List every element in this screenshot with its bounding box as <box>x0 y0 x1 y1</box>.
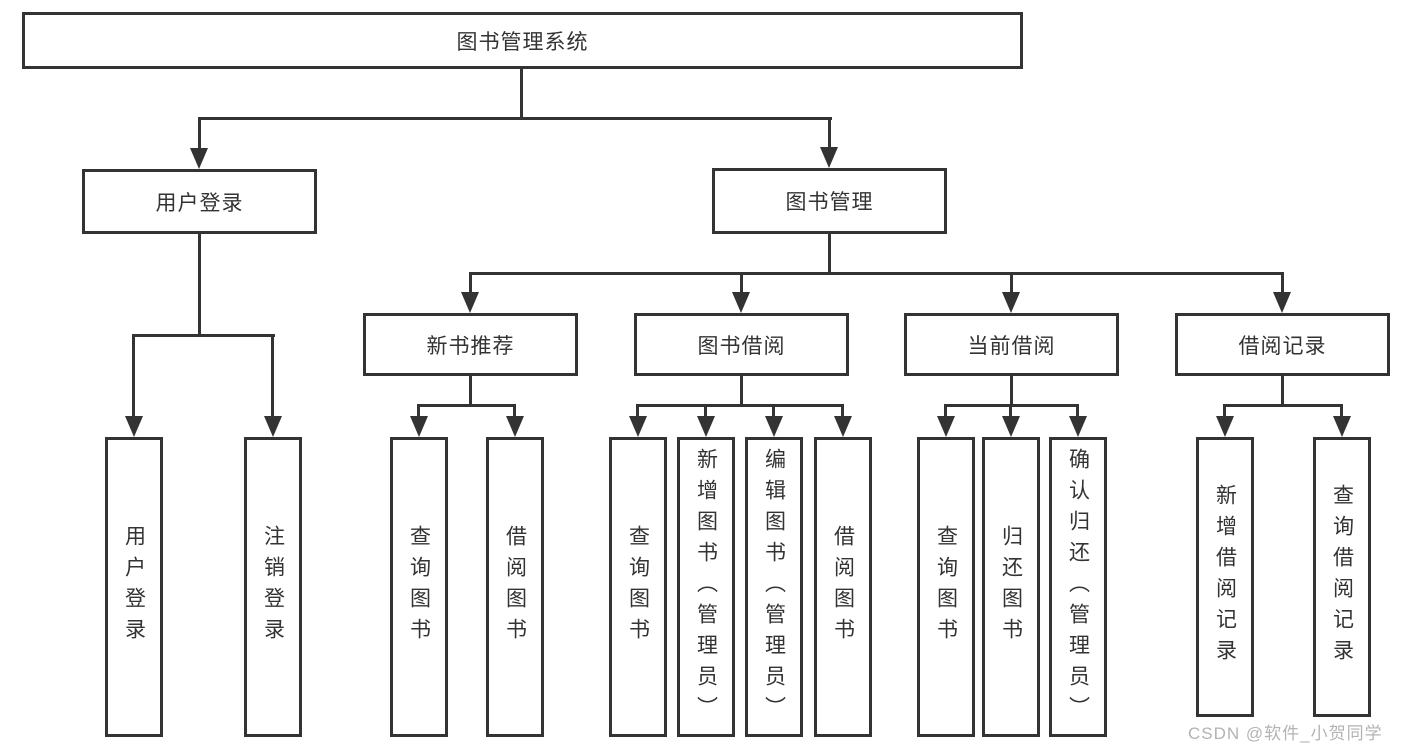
connector-root-vertical <box>520 68 523 118</box>
node-current-confirm-return-label: 确认归还（管理员） <box>1066 447 1090 727</box>
node-login-user-label: 用户登录 <box>122 525 146 649</box>
node-current-borrow: 当前借阅 <box>904 313 1119 376</box>
node-login-logout: 注销登录 <box>244 437 302 737</box>
connector-leaf-login-stub <box>132 334 135 418</box>
node-borrow-borrow-book-label: 借阅图书 <box>831 525 855 649</box>
node-borrow-edit-book-label: 编辑图书（管理员） <box>762 447 786 727</box>
node-recommend-borrow-book-label: 借阅图书 <box>503 525 527 649</box>
connector-book-borrow-stub <box>740 272 743 294</box>
arrowhead-recommend-query <box>410 416 428 437</box>
connector-borrow-vertical <box>740 375 743 406</box>
arrowhead-records-add <box>1216 416 1234 437</box>
arrowhead-leaf-login <box>125 416 143 437</box>
node-user-login: 用户登录 <box>82 169 317 234</box>
connector-records-vertical <box>1281 375 1284 406</box>
connector-borrow-records-stub <box>1281 272 1284 294</box>
arrowhead-current-return <box>1002 416 1020 437</box>
arrowhead-current-borrow <box>1002 292 1020 313</box>
node-borrow-query-book-label: 查询图书 <box>626 525 650 649</box>
node-borrow-records: 借阅记录 <box>1175 313 1390 376</box>
connector-borrow-borrow-stub <box>841 404 844 418</box>
node-root: 图书管理系统 <box>22 12 1023 69</box>
connector-root-branch <box>198 117 832 120</box>
arrowhead-borrow-edit <box>765 416 783 437</box>
arrowhead-borrow-add <box>697 416 715 437</box>
connector-records-add-stub <box>1223 404 1226 418</box>
connector-borrow-branch <box>636 404 844 407</box>
node-records-add-record: 新增借阅记录 <box>1196 437 1254 717</box>
connector-book-mgmt-stub <box>828 117 831 150</box>
arrowhead-new-book <box>461 292 479 313</box>
node-borrow-borrow-book: 借阅图书 <box>814 437 872 737</box>
node-borrow-add-book: 新增图书（管理员） <box>677 437 735 737</box>
arrowhead-book-borrow <box>732 292 750 313</box>
connector-borrow-query-stub <box>636 404 639 418</box>
node-current-return-book: 归还图书 <box>982 437 1040 737</box>
connector-user-login-stub <box>198 117 201 150</box>
node-login-logout-label: 注销登录 <box>261 525 285 649</box>
connector-book-mgmt-branch <box>469 272 1284 275</box>
csdn-watermark: CSDN @软件_小贺同学 <box>1188 724 1383 743</box>
node-current-query-book-label: 查询图书 <box>934 525 958 649</box>
node-records-query-record-label: 查询借阅记录 <box>1330 484 1354 670</box>
connector-book-mgmt-vertical <box>828 234 831 274</box>
node-book-management: 图书管理 <box>712 168 947 234</box>
arrowhead-borrow-records <box>1273 292 1291 313</box>
connector-new-book-stub <box>469 272 472 294</box>
node-records-query-record: 查询借阅记录 <box>1313 437 1371 717</box>
connector-current-vertical <box>1010 375 1013 406</box>
connector-records-query-stub <box>1340 404 1343 418</box>
arrowhead-borrow-borrow <box>834 416 852 437</box>
connector-recommend-borrow-stub <box>513 404 516 418</box>
arrowhead-leaf-logout <box>264 416 282 437</box>
connector-recommend-branch <box>417 404 516 407</box>
node-borrow-query-book: 查询图书 <box>609 437 667 737</box>
arrowhead-book-mgmt <box>820 147 838 168</box>
node-recommend-borrow-book: 借阅图书 <box>486 437 544 737</box>
connector-records-branch <box>1223 404 1343 407</box>
connector-recommend-query-stub <box>417 404 420 418</box>
connector-user-login-vertical <box>198 233 201 336</box>
node-recommend-query-book-label: 查询图书 <box>407 525 431 649</box>
node-borrow-add-book-label: 新增图书（管理员） <box>694 447 718 727</box>
connector-recommend-vertical <box>469 375 472 406</box>
connector-borrow-edit-stub <box>772 404 775 418</box>
node-current-return-book-label: 归还图书 <box>999 525 1023 649</box>
arrowhead-current-confirm <box>1069 416 1087 437</box>
node-book-borrow: 图书借阅 <box>634 313 849 376</box>
arrowhead-borrow-query <box>629 416 647 437</box>
node-borrow-edit-book: 编辑图书（管理员） <box>745 437 803 737</box>
connector-current-query-stub <box>944 404 947 418</box>
node-current-query-book: 查询图书 <box>917 437 975 737</box>
connector-current-return-stub <box>1009 404 1012 418</box>
connector-current-borrow-stub <box>1010 272 1013 294</box>
connector-current-confirm-stub <box>1076 404 1079 418</box>
node-records-add-record-label: 新增借阅记录 <box>1213 484 1237 670</box>
node-recommend-query-book: 查询图书 <box>390 437 448 737</box>
connector-borrow-add-stub <box>704 404 707 418</box>
arrowhead-records-query <box>1333 416 1351 437</box>
arrowhead-current-query <box>937 416 955 437</box>
node-new-book-recommend: 新书推荐 <box>363 313 578 376</box>
connector-user-login-branch <box>132 334 275 337</box>
node-current-confirm-return: 确认归还（管理员） <box>1049 437 1107 737</box>
arrowhead-user-login <box>190 148 208 169</box>
connector-leaf-logout-stub <box>271 334 274 418</box>
arrowhead-recommend-borrow <box>506 416 524 437</box>
node-login-user: 用户登录 <box>105 437 163 737</box>
